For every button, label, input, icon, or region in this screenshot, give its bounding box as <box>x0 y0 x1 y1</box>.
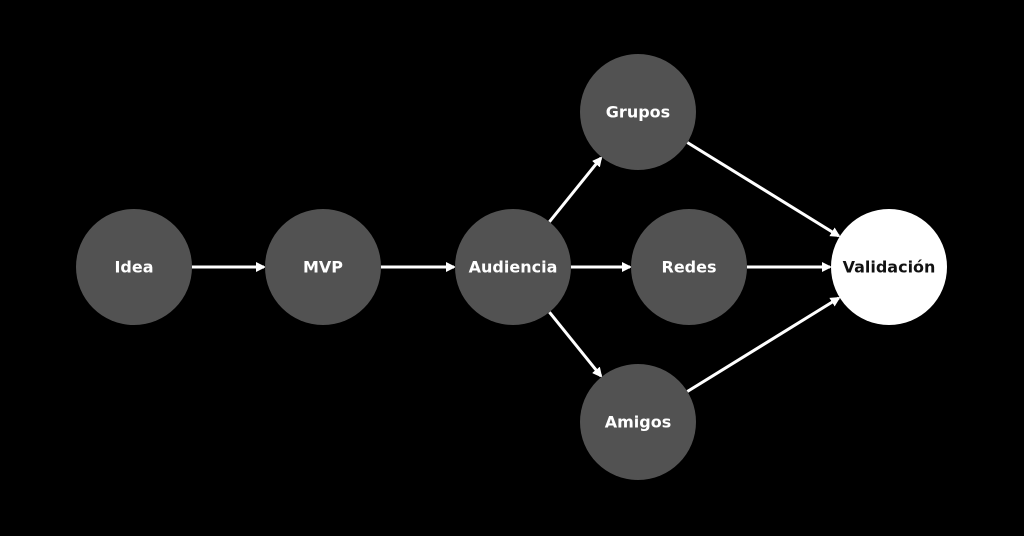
node-circle-amigos <box>580 364 696 480</box>
node-label-validacion: Validación <box>843 258 936 277</box>
node-mvp: MVP <box>265 209 381 325</box>
node-label-amigos: Amigos <box>605 413 672 432</box>
node-validacion: Validación <box>831 209 947 325</box>
node-circle-idea <box>76 209 192 325</box>
node-circle-validacion <box>831 209 947 325</box>
edge-amigos-to-validacion <box>686 296 841 393</box>
node-circle-mvp <box>265 209 381 325</box>
node-label-mvp: MVP <box>303 258 343 277</box>
edge-audiencia-to-grupos <box>548 156 603 223</box>
node-circle-audiencia <box>455 209 571 325</box>
node-grupos: Grupos <box>580 54 696 170</box>
node-audiencia: Audiencia <box>455 209 571 325</box>
node-label-idea: Idea <box>114 258 153 277</box>
node-amigos: Amigos <box>580 364 696 480</box>
node-circle-redes <box>631 209 747 325</box>
edge-audiencia-to-amigos <box>548 311 603 378</box>
edges-layer <box>192 141 841 393</box>
node-idea: Idea <box>76 209 192 325</box>
node-label-redes: Redes <box>662 258 717 277</box>
node-redes: Redes <box>631 209 747 325</box>
edge-grupos-to-validacion <box>686 141 841 238</box>
node-label-grupos: Grupos <box>606 103 670 122</box>
node-label-audiencia: Audiencia <box>469 258 558 277</box>
node-circle-grupos <box>580 54 696 170</box>
